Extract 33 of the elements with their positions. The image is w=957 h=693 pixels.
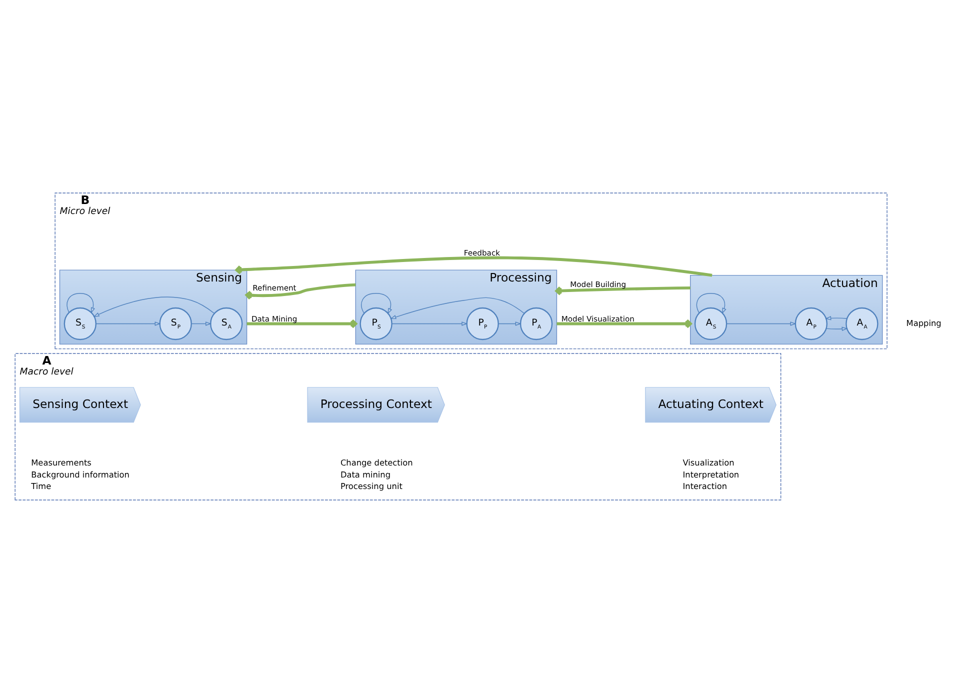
arrow [825,316,848,320]
arrow [498,322,522,326]
arrow [392,322,468,326]
arrow [556,319,692,328]
arrow [361,293,392,314]
arrow [93,296,215,317]
arrow [555,286,690,296]
arrow [246,319,358,328]
node-label: Background information [31,469,130,480]
arrow [826,326,848,331]
arrow [96,322,161,326]
node-circle: S$_{A}$ [210,307,243,340]
node-circle: P$_{A}$ [520,307,553,340]
node-label: Interpretation [682,469,740,480]
arrow [191,322,212,326]
node-label: Measurements [31,458,92,468]
arrow [726,322,796,326]
node-circle: S$_{P}$ [159,307,192,340]
arrow [235,256,712,277]
node-label: Visualization [682,458,734,468]
node-circle: A$_{P}$ [794,307,828,340]
node-circle: P$_{P}$ [466,307,499,340]
node-label: Interaction [682,481,728,492]
node-label: Time [31,481,52,492]
node-label: Data mining [340,469,391,480]
node-label: Processing unit [340,481,402,492]
node-circle: A$_{A}$ [846,307,878,340]
arrow [245,283,356,300]
arrow [390,297,525,320]
node-label: Change detection [340,458,413,468]
arrow [66,293,95,314]
arrow [696,293,726,314]
label: Mapping [906,318,942,328]
